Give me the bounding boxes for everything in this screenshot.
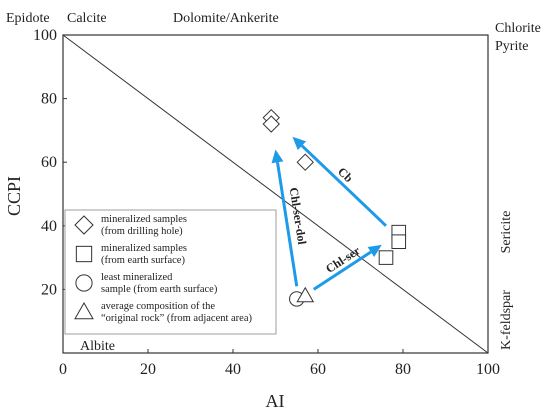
legend-text: average composition of the (101, 301, 215, 312)
legend-text: least mineralized (101, 272, 173, 283)
label-sericite: Sericite (499, 211, 514, 254)
x-axis-title: AI (266, 391, 285, 411)
alteration-arrow-head (271, 149, 284, 164)
legend-text: sample (from earth surface) (101, 284, 218, 295)
x-tick-label: 100 (476, 361, 500, 378)
plot-frame (62, 34, 489, 354)
y-tick-label: 20 (41, 281, 57, 298)
alteration-arrow-line (312, 250, 372, 291)
label-calcite: Calcite (67, 11, 107, 26)
x-tick-label: 80 (395, 361, 411, 378)
triangle-data-point (296, 286, 315, 303)
y-tick-label: 60 (41, 154, 57, 171)
legend-text: “original rock” (from adjacent area) (101, 313, 252, 324)
label-dolomite-ankerite: Dolomite/Ankerite (173, 11, 279, 26)
alteration-arrow-line (300, 144, 388, 227)
label-albite: Albite (80, 339, 115, 354)
x-tick-label: 20 (140, 361, 156, 378)
alteration-arrow-line (276, 162, 299, 287)
legend-diamond-marker (74, 215, 94, 235)
legend-text: mineralized samples (101, 214, 187, 225)
legend-square-marker (75, 245, 93, 263)
x-tick-label: 60 (310, 361, 326, 378)
y-tick-label: 40 (41, 218, 57, 235)
diamond-data-point (262, 115, 280, 133)
legend-circle-marker (75, 274, 93, 292)
label-k-feldspar: K-feldspar (499, 290, 514, 350)
legend-triangle-marker (74, 301, 94, 320)
alteration-arrow-head (292, 136, 307, 151)
x-tick-label: 40 (225, 361, 241, 378)
diamond-data-point (296, 153, 314, 171)
y-tick-label: 80 (41, 91, 57, 108)
label-chlorite: Chlorite (495, 21, 541, 36)
legend-text: mineralized samples (101, 243, 187, 254)
legend-box (64, 209, 277, 335)
legend-text: (from earth surface) (101, 255, 185, 266)
label-epidote: Epidote (6, 11, 50, 26)
square-data-point (391, 234, 407, 249)
y-tick-label: 100 (33, 27, 57, 44)
x-tick-label: 0 (59, 361, 67, 378)
square-data-point (378, 250, 394, 265)
alteration-arrow-head (367, 244, 382, 258)
legend-text: (from drilling hole) (101, 226, 183, 237)
diagonal-reference-line (62, 34, 489, 354)
label-pyrite: Pyrite (495, 39, 528, 54)
y-axis-title: CCPI (4, 176, 24, 216)
